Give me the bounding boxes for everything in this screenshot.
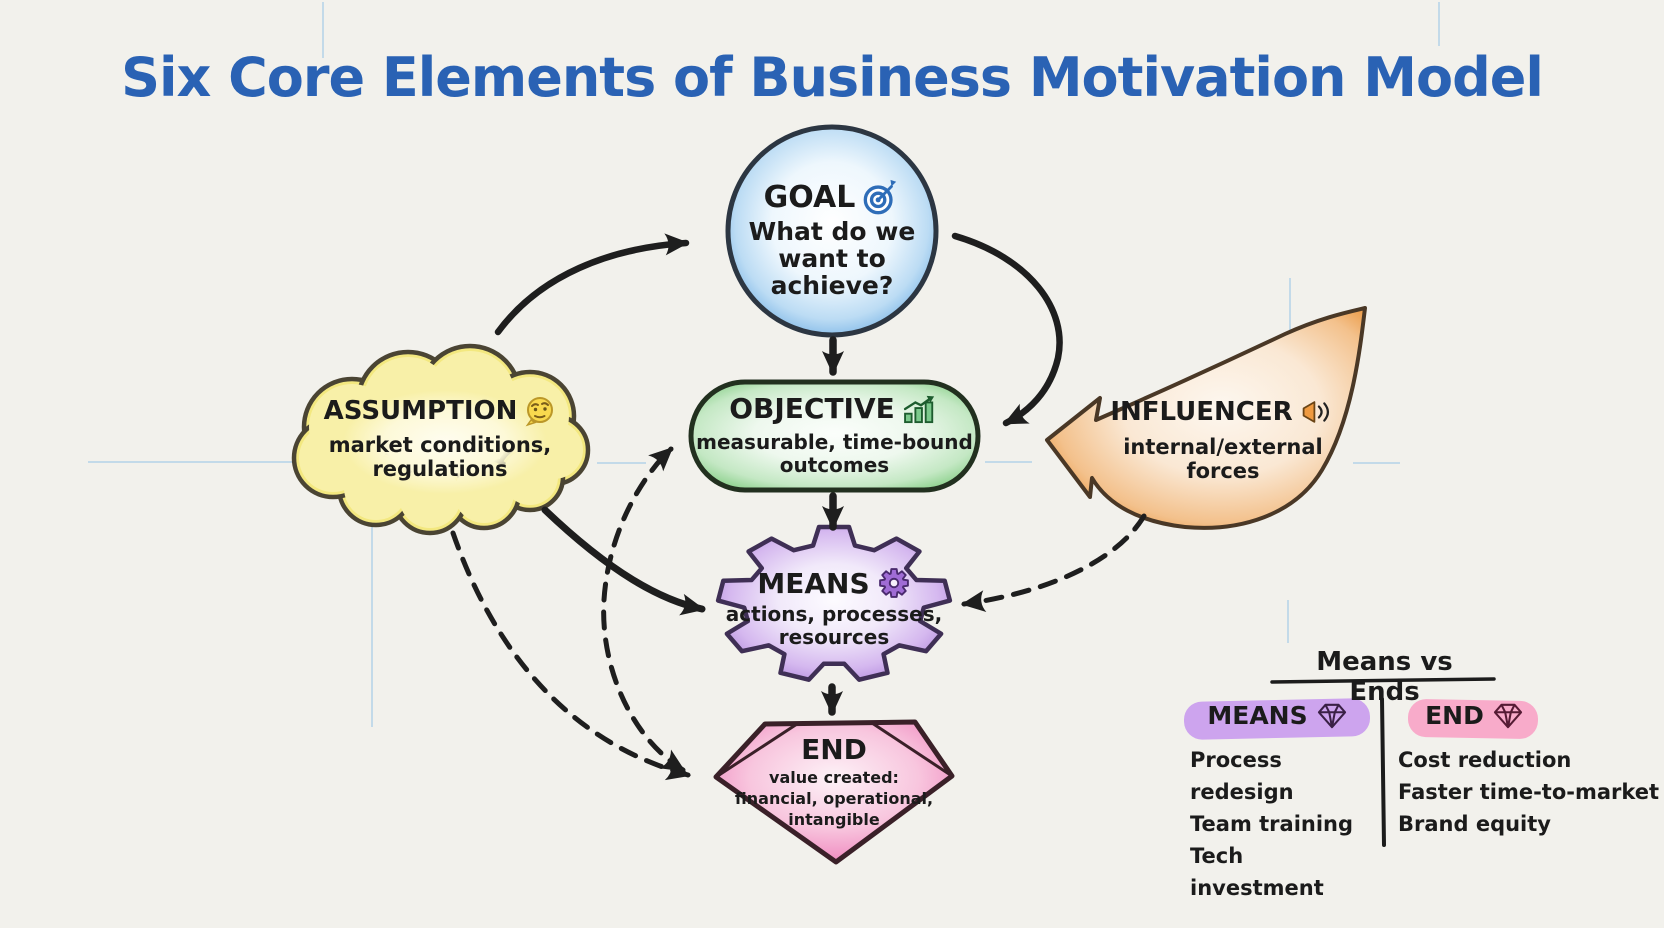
means-header-highlight (1183, 698, 1371, 740)
goal-node-label: GOAL (737, 178, 927, 216)
comparison-title-underline (1270, 677, 1496, 684)
goal-node-description: What do we want to achieve? (748, 217, 916, 300)
assumption-node-shape (291, 343, 591, 536)
growth-chart-icon (903, 395, 934, 423)
goal-label-text: GOAL (763, 179, 856, 215)
objective-node-description: measurable, time-bound outcomes (696, 430, 973, 477)
megaphone-icon (1302, 401, 1329, 423)
arrow-goal-to-objective-curve (951, 232, 1063, 427)
thinking-face-icon (525, 397, 554, 427)
arrow-influencer-to-means-dashed (961, 513, 1147, 612)
arrow-end-objective-dashed (601, 446, 686, 773)
list-item: Team training (1190, 812, 1354, 836)
arrows (450, 232, 1147, 781)
list-item: Brand equity (1398, 812, 1551, 836)
target-icon (863, 179, 897, 215)
means-node-shape (718, 527, 950, 680)
means-label-text: MEANS (757, 566, 870, 600)
influencer-node-label: INFLUENCER (1103, 397, 1343, 427)
comparison-panel (1183, 677, 1539, 847)
list-item: Cost reduction (1398, 748, 1572, 772)
comparison-means-items: Process redesign Team training Tech inve… (1190, 744, 1376, 904)
means-node-label: MEANS (710, 566, 958, 600)
assumption-node-label: ASSUMPTION (315, 395, 565, 427)
list-item: Faster time-to-market (1398, 780, 1660, 804)
influencer-label-text: INFLUENCER (1110, 397, 1293, 427)
gear-icon (878, 568, 909, 598)
guide-lines (88, 2, 1440, 727)
arrow-assumption-to-goal (494, 233, 690, 336)
comparison-means-header: MEANS (1188, 701, 1368, 730)
page-title: Six Core Elements of Business Motivation… (121, 46, 1544, 109)
arrow-assumption-to-end-dashed (450, 530, 691, 781)
end-node-shape (713, 719, 955, 865)
comparison-end-header: END (1410, 701, 1540, 730)
assumption-label-text: ASSUMPTION (323, 396, 518, 426)
comparison-end-items: Cost reduction Faster time-to-market Bra… (1398, 744, 1662, 840)
influencer-node-description: internal/external forces (1123, 435, 1323, 483)
comparison-divider (1380, 697, 1386, 847)
end-header-text: END (1425, 701, 1484, 730)
objective-node-label: OBJECTIVE (691, 392, 978, 425)
end-node-description: value created: financial, operational, i… (734, 768, 934, 829)
influencer-node-shape (1045, 306, 1367, 530)
gem-outline-icon (1493, 703, 1522, 728)
list-item: Tech investment (1190, 844, 1324, 900)
arrow-assumption-to-means (541, 506, 706, 616)
objective-node-shape (688, 379, 981, 493)
goal-node-shape (725, 124, 939, 338)
assumption-node-description: market conditions, regulations (328, 433, 552, 481)
list-item: Process redesign (1190, 748, 1294, 804)
objective-label-text: OBJECTIVE (729, 392, 895, 425)
means-header-text: MEANS (1207, 701, 1308, 730)
comparison-title: Means vs Ends (1316, 647, 1453, 707)
end-header-highlight (1407, 699, 1539, 739)
end-label-text: END (801, 733, 867, 766)
gem-outline-icon (1317, 703, 1346, 728)
means-node-description: actions, processes, resources (725, 602, 943, 649)
end-node-label: END (712, 733, 956, 766)
